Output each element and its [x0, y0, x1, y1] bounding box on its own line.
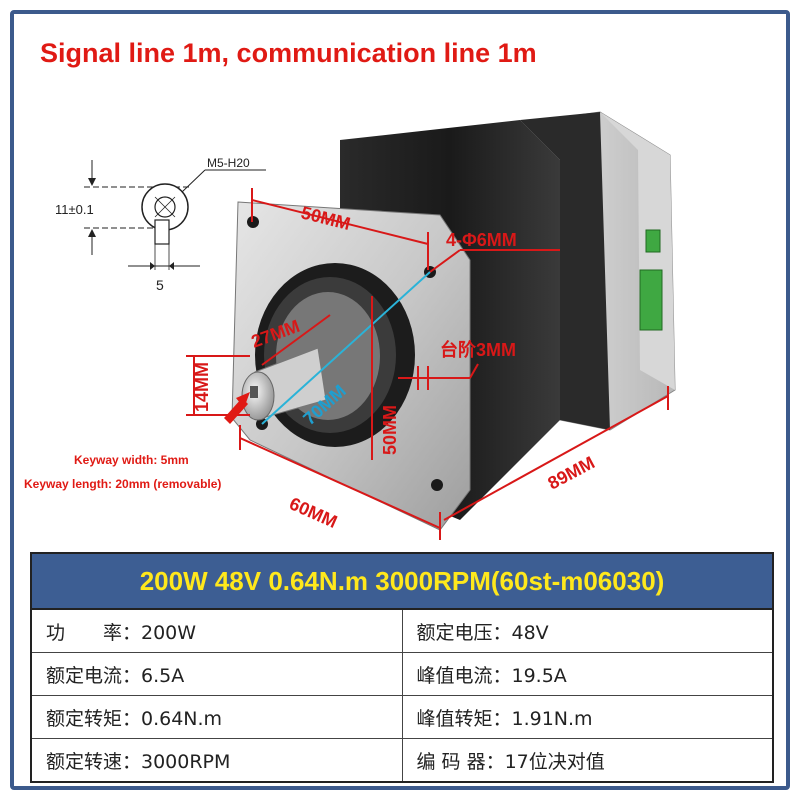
encoder-connector-green	[639, 269, 663, 331]
spec-cell: 峰值电流：19.5A	[401, 653, 773, 695]
spec-rated-speed: 额定转速：3000RPM	[46, 750, 231, 773]
keyway-height-label: 11±0.1	[55, 202, 94, 217]
dim-flange: 60MM	[286, 493, 340, 532]
spec-table: 200W 48V 0.64N.m 3000RPM(60st-m06030) 功 …	[30, 552, 774, 783]
spec-power: 功 率：200W	[46, 621, 197, 644]
spec-row: 额定电流：6.5A 峰值电流：19.5A	[32, 653, 772, 696]
spec-row: 额定转速：3000RPM 编 码 器：17位决对值	[32, 739, 772, 781]
dim-length: 89MM	[544, 452, 598, 493]
dim-shaft: 14MM	[192, 362, 212, 412]
spec-cell: 峰值转矩：1.91N.m	[401, 696, 773, 738]
dim-step: 台阶3MM	[440, 339, 516, 360]
spec-encoder: 编 码 器：17位决对值	[416, 750, 605, 773]
dim-side-hole-spacing: 50MM	[380, 405, 400, 455]
spec-cell: 额定转矩：0.64N.m	[32, 696, 402, 738]
spec-cell: 额定电流：6.5A	[32, 653, 402, 695]
spec-cell: 额定转速：3000RPM	[32, 739, 402, 781]
spec-title: 200W 48V 0.64N.m 3000RPM(60st-m06030)	[32, 554, 772, 610]
keyway-width-note: Keyway width: 5mm	[74, 453, 189, 467]
spec-cell: 额定电压：48V	[401, 610, 773, 652]
dimension-lines	[186, 188, 669, 540]
spec-rated-torque: 额定转矩：0.64N.m	[46, 707, 223, 730]
spec-peak-torque: 峰值转矩：1.91N.m	[416, 707, 593, 730]
dim-mount-holes: 4-Φ6MM	[446, 230, 517, 250]
spec-row: 功 率：200W 额定电压：48V	[32, 610, 772, 653]
spec-peak-current: 峰值电流：19.5A	[416, 664, 567, 687]
thread-label: M5-H20	[207, 156, 250, 170]
keyway-length-note: Keyway length: 20mm (removable)	[24, 477, 222, 491]
spec-cell: 编 码 器：17位决对值	[401, 739, 773, 781]
servo-motor	[231, 111, 676, 531]
spec-rated-voltage: 额定电压：48V	[416, 621, 549, 644]
motor-drawing: 11±0.1 5 M5-H20	[55, 111, 676, 540]
spec-rated-current: 额定电流：6.5A	[46, 664, 185, 687]
keyway-width-label: 5	[156, 277, 164, 293]
keyway-detail: 11±0.1 5 M5-H20	[55, 156, 266, 293]
spec-row: 额定转矩：0.64N.m 峰值转矩：1.91N.m	[32, 696, 772, 739]
spec-cell: 功 率：200W	[32, 610, 402, 652]
headline: Signal line 1m, communication line 1m	[40, 38, 537, 68]
